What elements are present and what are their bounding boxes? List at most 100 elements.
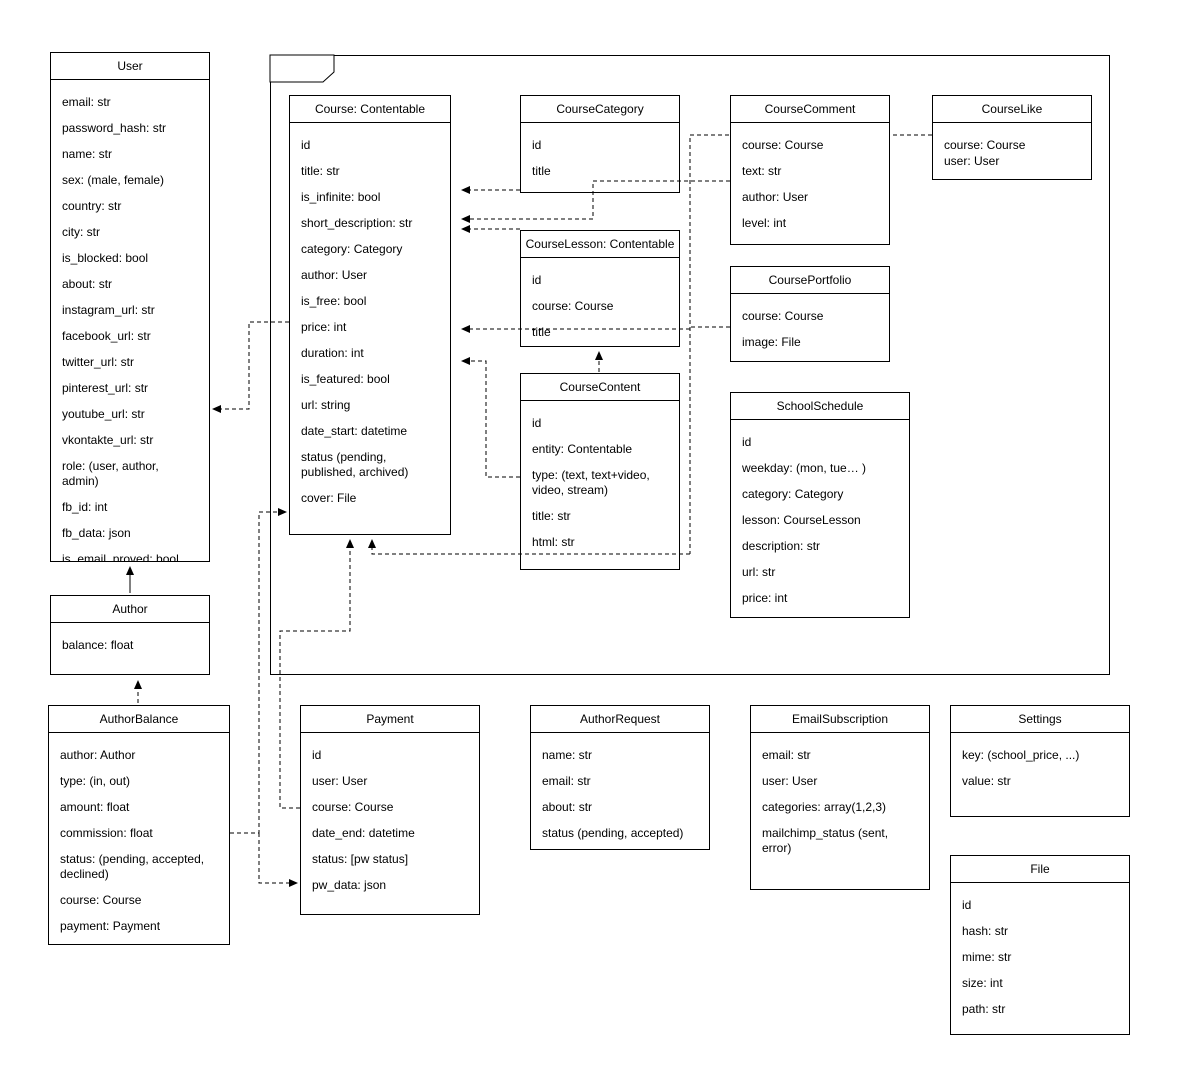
entity-field: status (pending, accepted) [542,826,684,840]
entity-title: CourseLesson: Contentable [521,231,679,258]
entity-field: id [742,435,752,449]
entity-fields: id weekday: (mon, tue… ) category: Categor… [731,420,909,606]
entity-title: User [51,53,209,80]
entity-field: title: str [301,164,340,178]
entity-field: mailchimp_status (sent, error) [762,826,889,855]
entity-field: user: User [944,154,1000,168]
entity-field: size: int [962,976,1003,990]
entity-field: is_infinite: bool [301,190,381,204]
entity-field: cover: File [301,491,357,505]
entity-field: url: str [742,565,776,579]
entity-fields: key: (school_price, ...)value: str [951,733,1129,789]
entity-field: password_hash: str [62,121,167,135]
entity-field: id [532,273,542,287]
entity-field: url: string [301,398,351,412]
entity-field: payment: Payment [60,919,161,933]
entity-title: CourseComment [731,96,889,123]
entity-field: name: str [542,748,593,762]
entity-title: CourseLike [933,96,1091,123]
entity-field: amount: float [60,800,130,814]
entity-field: youtube_url: str [62,407,145,421]
entity-course-content: CourseContent id entity: Contentable type:… [520,373,680,570]
entity-course-like: CourseLike course: Course user: User [932,95,1092,180]
entity-fields: course: Course image: File [731,294,889,350]
entity-field: price: int [742,591,788,605]
entity-field: about: str [62,277,113,291]
entity-field: course: Course [312,800,394,814]
entity-title: Payment [301,706,479,733]
entity-settings: Settings key: (school_price, ...)value: … [950,705,1130,817]
entity-field: vkontakte_url: str [62,433,154,447]
entity-field: country: str [62,199,122,213]
entity-field: user: User [762,774,818,788]
entity-field: fb_id: int [62,500,108,514]
entity-field: image: File [742,335,801,349]
entity-field: entity: Contentable [532,442,633,456]
entity-field: author: Author [60,748,136,762]
entity-author: Author balance: float [50,595,210,675]
entity-field: html: str [532,535,575,549]
entity-field: path: str [962,1002,1006,1016]
entity-field: course: Course [742,138,824,152]
entity-field: course: Course [532,299,614,313]
entity-title: EmailSubscription [751,706,929,733]
course-frame-tab [269,54,335,83]
entity-field: course: Course [60,893,142,907]
entity-field: mime: str [962,950,1012,964]
entity-field: twitter_url: str [62,355,135,369]
entity-field: price: int [301,320,347,334]
entity-field: instagram_url: str [62,303,155,317]
entity-field: level: int [742,216,787,230]
entity-field: course: Course [944,138,1026,152]
entity-field: category: Category [301,242,403,256]
entity-field: pw_data: json [312,878,387,892]
entity-field: value: str [962,774,1011,788]
entity-field: text: str [742,164,782,178]
entity-field: email: str [762,748,811,762]
entity-field: user: User [312,774,368,788]
entity-title: CoursePortfolio [731,267,889,294]
entity-title: CourseContent [521,374,679,401]
entity-field: description: str [742,539,821,553]
entity-field: type: (text, text+video, video, stream) [532,468,650,497]
entity-title: AuthorRequest [531,706,709,733]
entity-field: is_free: bool [301,294,367,308]
entity-field: role: (user, author, admin) [62,459,159,488]
entity-field: categories: array(1,2,3) [762,800,887,814]
entity-title: Settings [951,706,1129,733]
entity-field: category: Category [742,487,844,501]
entity-fields: author: Author type: (in, out) amount: flo… [49,733,229,934]
entity-field: type: (in, out) [60,774,131,788]
entity-title: AuthorBalance [49,706,229,733]
entity-field: commission: float [60,826,153,840]
entity-email-subscription: EmailSubscription email: str user: User ca… [750,705,930,890]
entity-fields: balance: float [51,623,209,653]
entity-field: weekday: (mon, tue… ) [742,461,867,475]
entity-field: id [301,138,311,152]
course-frame [270,55,1110,675]
entity-field: title [532,164,551,178]
entity-field: balance: float [62,638,134,652]
entity-field: id [532,416,542,430]
connector-trunk-to-course-bottom [368,539,690,555]
entity-field: fb_data: json [62,526,131,540]
entity-field: city: str [62,225,100,239]
entity-title: Course: Contentable [290,96,450,123]
entity-field: title: str [532,509,571,523]
entity-fields: email: str user: User categories: array(1,… [751,733,929,856]
entity-field: id [312,748,322,762]
entity-title: CourseCategory [521,96,679,123]
entity-field: sex: (male, female) [62,173,165,187]
entity-field: course: Course [742,309,824,323]
entity-fields: id entity: Contentable type: (text, text+v… [521,401,679,550]
entity-field: about: str [542,800,593,814]
